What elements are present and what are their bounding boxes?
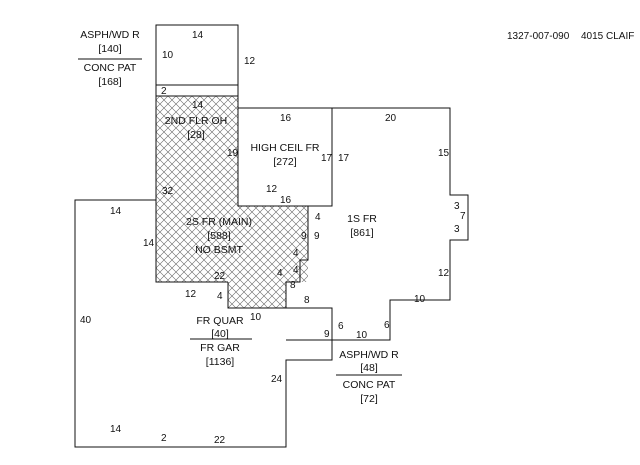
top-patio-l1: ASPH/WD R xyxy=(80,29,140,41)
hatch-main-right xyxy=(238,206,308,282)
garage-l4: [1136] xyxy=(206,356,234,368)
high-ceil-outline xyxy=(237,107,333,207)
dim-label: 16 xyxy=(280,113,292,124)
dim-label: 17 xyxy=(321,153,333,164)
dim-label: 10 xyxy=(162,50,174,61)
main-l3: NO BSMT xyxy=(195,244,243,256)
dim-label: 14 xyxy=(143,238,155,249)
high-ceil-l1: HIGH CEIL FR xyxy=(250,142,319,154)
dim-label: 17 xyxy=(338,153,350,164)
dim-label: 15 xyxy=(438,148,450,159)
dim-label: 14 xyxy=(110,206,122,217)
dim-label: 9 xyxy=(314,231,320,242)
high-ceil-l2: [272] xyxy=(273,156,296,168)
dim-label: 14 xyxy=(192,30,204,41)
main-step-outline xyxy=(227,206,309,309)
dim-label: 14 xyxy=(110,424,122,435)
dim-label: 12 xyxy=(438,268,450,279)
dim-label: 9 xyxy=(301,231,307,242)
dim-label: 8 xyxy=(290,280,296,291)
dim-label: 19 xyxy=(227,148,239,159)
one-story-l2: [861] xyxy=(350,227,373,239)
bottom-patio-l2: [48] xyxy=(360,362,378,374)
oh-l1: 2ND FLR OH xyxy=(165,115,227,127)
main-l2: [588] xyxy=(207,230,230,242)
dim-label: 10 xyxy=(414,294,426,305)
dim-label: 12 xyxy=(266,184,278,195)
one-story-l1: 1S FR xyxy=(347,213,377,225)
top-patio-l4: [168] xyxy=(98,76,121,88)
dim-label: 4 xyxy=(293,248,299,259)
garage-l1: FR QUAR xyxy=(196,315,244,327)
bottom-patio-l4: [72] xyxy=(360,393,378,405)
dim-label: 22 xyxy=(214,435,226,446)
dim-label: 20 xyxy=(385,113,397,124)
dim-label: 40 xyxy=(80,315,92,326)
dim-label: 4 xyxy=(217,291,223,302)
dim-label: 4 xyxy=(277,268,283,279)
dim-label: 3 xyxy=(454,224,460,235)
dim-label: 7 xyxy=(460,211,466,222)
dim-label: 6 xyxy=(338,321,344,332)
top-patio-l3: CONC PAT xyxy=(84,62,137,74)
address: 4015 CLAIF xyxy=(581,31,634,42)
dim-label: 12 xyxy=(244,56,256,67)
dim-label: 4 xyxy=(315,212,321,223)
oh-l2: [28] xyxy=(187,129,205,141)
dim-label: 6 xyxy=(384,320,390,331)
garage-outline xyxy=(74,199,333,448)
dim-label: 4 xyxy=(293,265,299,276)
dim-label: 2 xyxy=(161,433,167,444)
dim-label: 32 xyxy=(162,186,174,197)
dim-label: 16 xyxy=(280,195,292,206)
top-patio-strip xyxy=(155,84,239,97)
main-l1: 2S FR (MAIN) xyxy=(186,216,252,228)
dim-label: 10 xyxy=(250,312,262,323)
hatch-quarters xyxy=(228,282,286,308)
bottom-patio-l1: ASPH/WD R xyxy=(339,349,399,361)
dim-label: 2 xyxy=(161,86,167,97)
dim-label: 14 xyxy=(192,100,204,111)
dim-label: 8 xyxy=(304,295,310,306)
dim-label: 22 xyxy=(214,271,226,282)
top-patio-l2: [140] xyxy=(98,43,121,55)
bottom-patio-l3: CONC PAT xyxy=(343,379,396,391)
dim-label: 12 xyxy=(185,289,197,300)
main-outline xyxy=(155,96,228,283)
parcel-id: 1327-007-090 xyxy=(507,31,570,42)
garage-l3: FR GAR xyxy=(200,342,240,354)
one-story-outline xyxy=(332,107,469,341)
dim-label: 3 xyxy=(454,201,460,212)
garage-l2: [40] xyxy=(211,328,229,340)
dim-label: 10 xyxy=(356,330,368,341)
dim-label: 9 xyxy=(324,329,330,340)
dim-label: 24 xyxy=(271,374,283,385)
hatch-second-floor xyxy=(156,96,238,282)
